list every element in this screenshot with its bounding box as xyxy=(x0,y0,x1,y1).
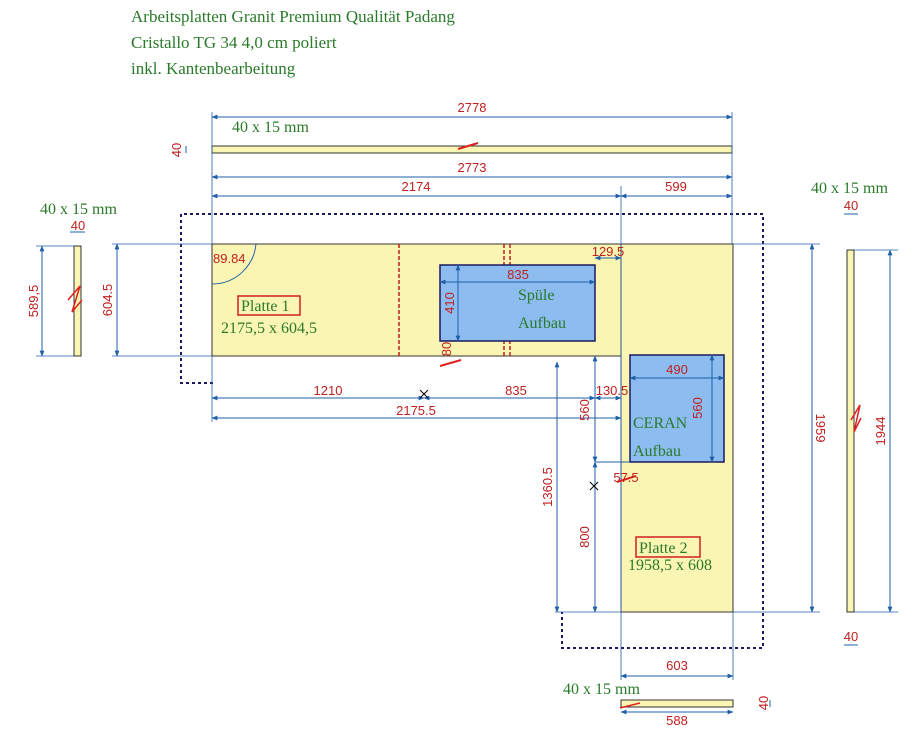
dim-text: 2175.5 xyxy=(396,403,436,418)
dim-text: 604.5 xyxy=(100,284,115,317)
dim-text: 560 xyxy=(577,399,592,421)
dim-text: 40 xyxy=(169,143,184,157)
plate2-title: Platte 2 xyxy=(639,540,687,557)
dim-text: 40 xyxy=(71,218,85,233)
plate1-title: Platte 1 xyxy=(241,298,289,315)
dim-text: 40 xyxy=(756,696,771,710)
top-edge-strip xyxy=(211,145,733,154)
dim-text: 89.84 xyxy=(213,251,246,266)
dim-text: 835 xyxy=(507,267,529,282)
dim-text: 603 xyxy=(666,658,688,673)
cooktop-cutout xyxy=(629,354,725,463)
dim-text: 1944 xyxy=(873,417,888,446)
outer-contour xyxy=(180,213,764,649)
header-text: Arbeitsplatten Granit Premium Qualität P… xyxy=(131,4,455,82)
dim-text: 588 xyxy=(666,713,688,728)
dim-text: 129.5 xyxy=(592,244,625,259)
plate1-size: 2175,5 x 604,5 xyxy=(221,320,317,337)
dim-text: 800 xyxy=(577,526,592,548)
edge-label-bottom: 40 x 15 mm xyxy=(563,681,640,698)
dim-text: 40 xyxy=(844,629,858,644)
plate1-label-box xyxy=(237,295,301,316)
edge-label-left: 40 x 15 mm xyxy=(40,201,117,218)
header-line-spec: Cristallo TG 34 4,0 cm poliert xyxy=(131,33,337,52)
dim-text: 80 xyxy=(439,342,454,356)
joint-markers xyxy=(67,142,862,709)
dim-text: 589,5 xyxy=(26,285,41,318)
corner-radius-arc xyxy=(211,243,257,285)
dim-text: 1360.5 xyxy=(540,467,555,507)
edge-label-top: 40 x 15 mm xyxy=(232,119,309,136)
edge-label-right: 40 x 15 mm xyxy=(811,180,888,197)
dim-text: 1210 xyxy=(314,383,343,398)
sink-sublabel: Aufbau xyxy=(518,315,566,332)
sink-cutout xyxy=(439,264,596,342)
dim-text: 2174 xyxy=(402,179,431,194)
right-edge-strip xyxy=(846,249,855,613)
dim-text: 2773 xyxy=(458,160,487,175)
extension-lines xyxy=(36,112,898,680)
sink-label: Spüle xyxy=(518,287,554,304)
dim-text: 490 xyxy=(666,362,688,377)
plate2-size: 1958,5 x 608 xyxy=(628,557,712,574)
dim-text: 599 xyxy=(665,179,687,194)
dim-text: 40 xyxy=(844,198,858,213)
cooktop-sublabel: Aufbau xyxy=(633,443,681,460)
bottom-edge-strip xyxy=(620,699,734,708)
dim-text: 130.5 xyxy=(596,383,629,398)
dim-text: 560 xyxy=(690,397,705,419)
cooktop-label: CERAN xyxy=(633,415,688,432)
header-line-edges: inkl. Kantenbearbeitung xyxy=(131,59,296,78)
reference-marks xyxy=(419,389,599,491)
dim-text: 57.5 xyxy=(613,470,638,485)
plate2-label-box xyxy=(635,536,701,558)
dim-text: 1959 xyxy=(813,414,828,443)
dim-text: 410 xyxy=(442,292,457,314)
header-line-material: Arbeitsplatten Granit Premium Qualität P… xyxy=(131,7,455,26)
dim-text: 835 xyxy=(505,383,527,398)
dim-text: 2778 xyxy=(458,100,487,115)
